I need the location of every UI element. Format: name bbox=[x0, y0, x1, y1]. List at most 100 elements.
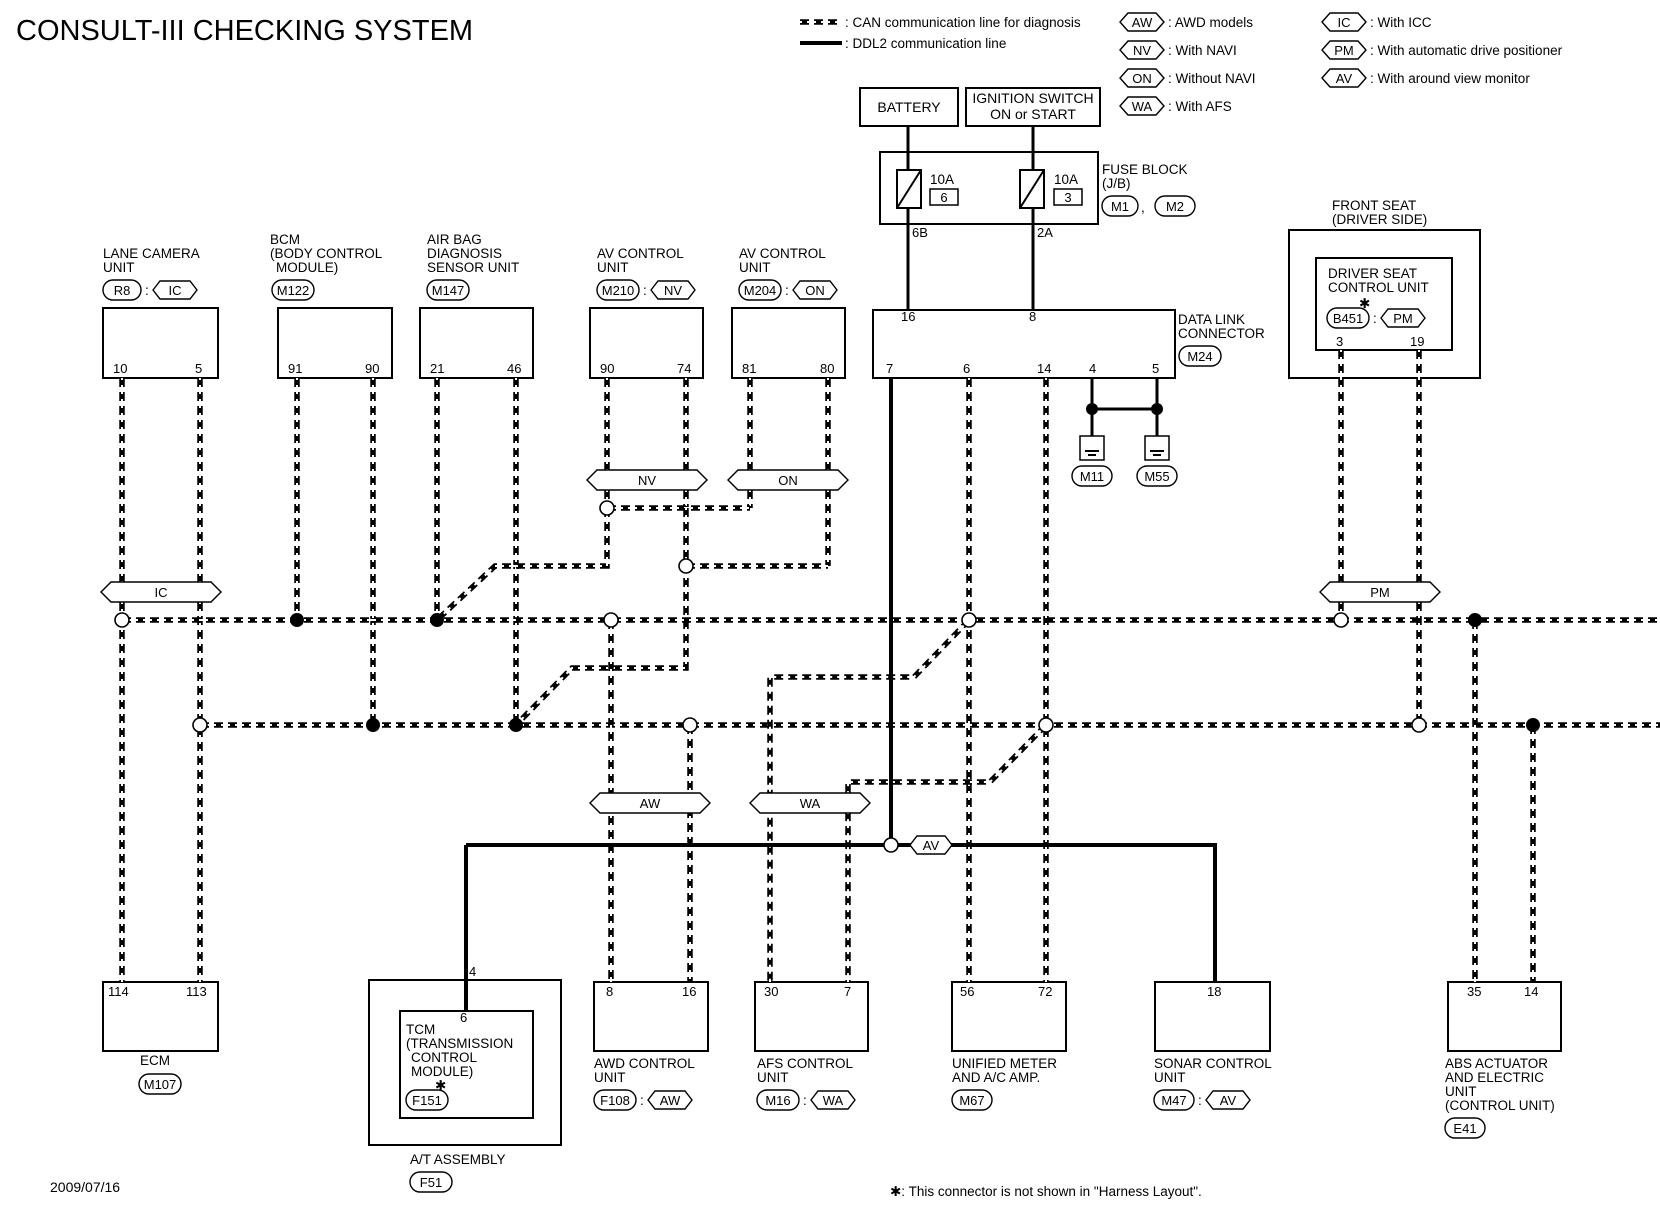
av-control-unit-nv: AV CONTROL UNIT M210 : NV 90 74 bbox=[589, 246, 704, 379]
svg-text:✱: ✱ bbox=[435, 1078, 446, 1093]
svg-text:AW: AW bbox=[660, 1093, 681, 1108]
svg-text:: With NAVI: : With NAVI bbox=[1168, 43, 1237, 58]
fuse2-terminal: 2A bbox=[1037, 225, 1053, 240]
splice-point bbox=[290, 613, 304, 627]
fuse-conn-m1: M1 bbox=[1111, 199, 1129, 214]
bus-tag-pm: PM bbox=[1319, 581, 1441, 603]
ignition-switch-box bbox=[965, 87, 1101, 127]
svg-text:SENSOR UNIT: SENSOR UNIT bbox=[427, 260, 519, 275]
can-wire-21 bbox=[845, 723, 1048, 982]
splice-point bbox=[1468, 613, 1482, 627]
legend-code-aw: AW : AWD models bbox=[1119, 12, 1253, 32]
svg-text:(DRIVER SIDE): (DRIVER SIDE) bbox=[1332, 212, 1427, 227]
fuse-conn-m2: M2 bbox=[1166, 199, 1184, 214]
svg-text:: AWD models: : AWD models bbox=[1168, 15, 1253, 30]
svg-text:: With ICC: : With ICC bbox=[1370, 15, 1432, 30]
svg-text:(BODY CONTROL: (BODY CONTROL bbox=[270, 246, 383, 261]
svg-text:MODULE): MODULE) bbox=[411, 1064, 473, 1079]
svg-text:14: 14 bbox=[1037, 361, 1051, 376]
connector-b451: B451 bbox=[1333, 311, 1363, 326]
svg-text:IC: IC bbox=[1338, 15, 1351, 30]
svg-text:UNIT: UNIT bbox=[103, 260, 135, 275]
awd-control-unit: 8 16 AWD CONTROL UNIT F108 : AW bbox=[593, 981, 709, 1111]
airbag-diagnosis-sensor-unit: AIR BAG DIAGNOSIS SENSOR UNIT M147 21 46 bbox=[419, 232, 534, 379]
bcm-unit: BCM (BODY CONTROL MODULE) M122 91 90 bbox=[270, 232, 393, 379]
ecm-unit: 114 113 ECM M107 bbox=[102, 981, 219, 1095]
connector-r8: R8 bbox=[114, 283, 131, 298]
connection-point bbox=[114, 612, 130, 628]
connector-m204: M204 bbox=[744, 283, 777, 298]
svg-text:AND A/C AMP.: AND A/C AMP. bbox=[952, 1070, 1040, 1085]
battery-box bbox=[859, 87, 959, 127]
svg-text:3: 3 bbox=[1336, 334, 1343, 349]
svg-text:ON: ON bbox=[1132, 71, 1152, 86]
ignition-label-1: IGNITION SWITCH bbox=[972, 90, 1093, 106]
legend-code-ic: IC : With ICC bbox=[1321, 12, 1432, 32]
svg-text:: With around view monitor: : With around view monitor bbox=[1370, 71, 1530, 86]
bus-tag-wa: WA bbox=[749, 792, 871, 814]
svg-text:81: 81 bbox=[742, 361, 756, 376]
svg-text:: With AFS: : With AFS bbox=[1168, 99, 1232, 114]
svg-text:114: 114 bbox=[108, 984, 129, 999]
svg-text:91: 91 bbox=[288, 361, 302, 376]
svg-text:35: 35 bbox=[1467, 984, 1481, 999]
svg-text:UNIT: UNIT bbox=[757, 1070, 789, 1085]
svg-text:SONAR CONTROL: SONAR CONTROL bbox=[1154, 1056, 1272, 1071]
svg-text:CONTROL UNIT: CONTROL UNIT bbox=[1328, 280, 1429, 295]
legend-code-pm: PM : With automatic drive positioner bbox=[1321, 40, 1563, 60]
svg-text:,: , bbox=[1141, 200, 1145, 215]
svg-text:AV CONTROL: AV CONTROL bbox=[739, 246, 826, 261]
svg-text:WA: WA bbox=[800, 796, 821, 811]
svg-text:74: 74 bbox=[677, 361, 691, 376]
svg-text:AWD CONTROL: AWD CONTROL bbox=[594, 1056, 695, 1071]
bus-tag-ic: IC bbox=[100, 581, 222, 603]
battery-label: BATTERY bbox=[877, 99, 941, 115]
svg-text:113: 113 bbox=[186, 984, 207, 999]
svg-text:A/T ASSEMBLY: A/T ASSEMBLY bbox=[410, 1152, 506, 1167]
footnote: ✱: This connector is not shown in "Harne… bbox=[890, 1184, 1202, 1199]
ground-m55: M55 bbox=[1144, 469, 1169, 484]
svg-text:AIR BAG: AIR BAG bbox=[427, 232, 482, 247]
fuse1-terminal: 6B bbox=[912, 225, 928, 240]
svg-text:✱: ✱ bbox=[1359, 296, 1370, 311]
legend-ddl2-text: : DDL2 communication line bbox=[845, 36, 1006, 51]
connector-f51: F51 bbox=[420, 1175, 442, 1190]
connection-point bbox=[192, 717, 208, 733]
sonar-control-unit: 18 SONAR CONTROL UNIT M47 : AV bbox=[1153, 981, 1272, 1111]
svg-text:DATA LINK: DATA LINK bbox=[1178, 312, 1245, 327]
svg-text:UNIFIED METER: UNIFIED METER bbox=[952, 1056, 1057, 1071]
svg-text:DIAGNOSIS: DIAGNOSIS bbox=[427, 246, 502, 261]
connector-m67: M67 bbox=[959, 1093, 984, 1108]
svg-text:UNIT: UNIT bbox=[739, 260, 771, 275]
svg-text:AV: AV bbox=[923, 838, 940, 853]
svg-text::: : bbox=[145, 283, 149, 298]
junctions bbox=[114, 500, 1540, 853]
connector-m47: M47 bbox=[1161, 1093, 1186, 1108]
svg-text:4: 4 bbox=[469, 964, 476, 979]
svg-text:AV CONTROL: AV CONTROL bbox=[597, 246, 684, 261]
bus-tag-nv: NV bbox=[586, 469, 708, 491]
connector-f151: F151 bbox=[412, 1093, 442, 1108]
svg-text:21: 21 bbox=[430, 361, 444, 376]
legend: : CAN communication line for diagnosis :… bbox=[800, 12, 1563, 116]
svg-text:8: 8 bbox=[606, 984, 613, 999]
ddl2-wire-1 bbox=[466, 843, 1217, 982]
svg-text:AFS CONTROL: AFS CONTROL bbox=[757, 1056, 854, 1071]
fuse2-rating: 10A bbox=[1054, 172, 1078, 187]
svg-text:4: 4 bbox=[1089, 361, 1096, 376]
connector-m24: M24 bbox=[1187, 349, 1212, 364]
splice-point bbox=[1526, 718, 1540, 732]
svg-text:56: 56 bbox=[960, 984, 974, 999]
svg-text:FRONT SEAT: FRONT SEAT bbox=[1332, 198, 1416, 213]
svg-text:LANE CAMERA: LANE CAMERA bbox=[103, 246, 200, 261]
svg-text:6: 6 bbox=[460, 1010, 467, 1025]
svg-text:30: 30 bbox=[764, 984, 778, 999]
ignition-label-2: ON or START bbox=[990, 106, 1076, 122]
connector-m122: M122 bbox=[277, 283, 310, 298]
data-link-connector: 16 8 7 6 14 4 5 DATA LINK CONNECTOR M24 bbox=[872, 309, 1265, 379]
svg-text:NV: NV bbox=[664, 283, 682, 298]
legend-code-wa: WA : With AFS bbox=[1119, 96, 1232, 116]
legend-code-av: AV : With around view monitor bbox=[1321, 68, 1530, 88]
fuse-block-label-1: FUSE BLOCK bbox=[1102, 162, 1188, 177]
afs-control-unit: 30 7 AFS CONTROL UNIT M16 : WA bbox=[754, 981, 869, 1111]
